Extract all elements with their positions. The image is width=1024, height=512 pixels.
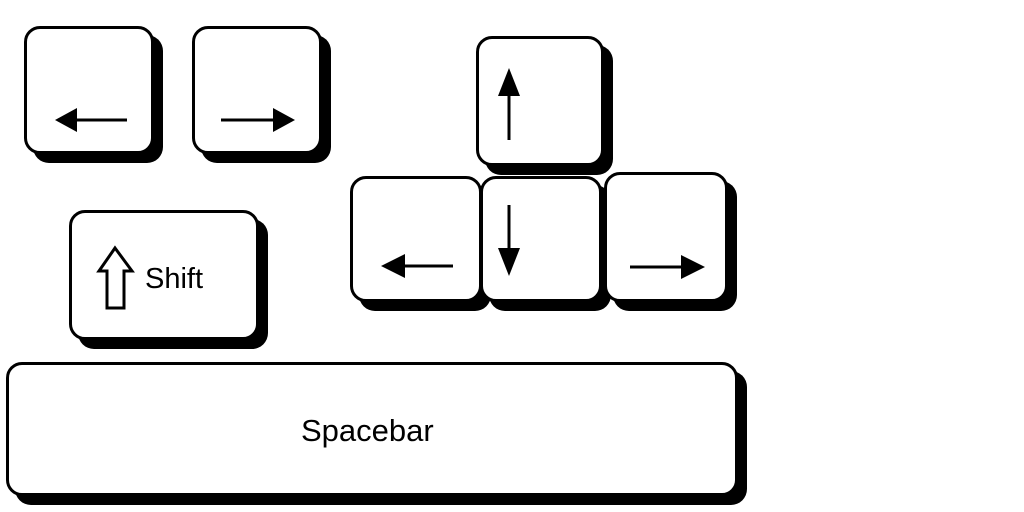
left-arrow-icon bbox=[55, 108, 127, 132]
shift-key-label: Shift bbox=[145, 263, 204, 295]
left-arrow-key-top[interactable] bbox=[24, 26, 154, 154]
right-arrow-key[interactable] bbox=[604, 172, 728, 302]
down-arrow-icon bbox=[498, 205, 520, 276]
spacebar-key-label: Spacebar bbox=[301, 413, 434, 448]
right-arrow-icon bbox=[630, 255, 705, 279]
up-arrow-icon bbox=[498, 68, 520, 140]
up-arrow-key[interactable] bbox=[476, 36, 604, 166]
shift-arrow-icon bbox=[96, 245, 135, 310]
spacebar-key[interactable]: Spacebar bbox=[6, 362, 738, 496]
down-arrow-key[interactable] bbox=[480, 176, 602, 302]
shift-key[interactable]: Shift bbox=[69, 210, 259, 340]
left-arrow-icon bbox=[381, 254, 453, 278]
right-arrow-icon bbox=[221, 108, 295, 132]
right-arrow-key-top[interactable] bbox=[192, 26, 322, 154]
left-arrow-key[interactable] bbox=[350, 176, 482, 302]
